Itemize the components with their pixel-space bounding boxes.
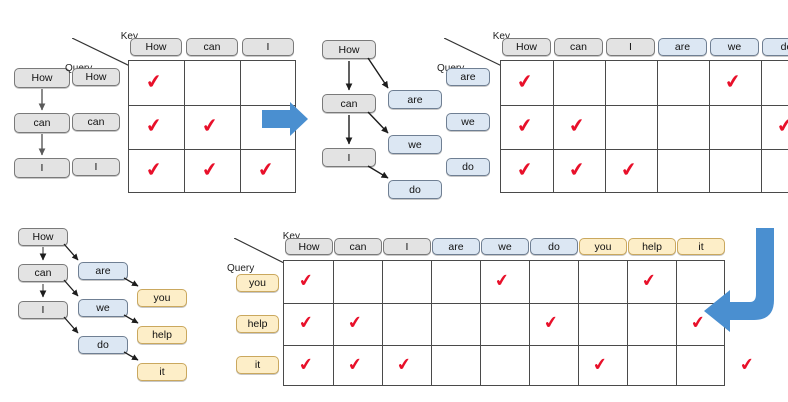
- panel2-col-header-are: are: [658, 38, 707, 56]
- panel3-check-r3c3: ✔: [395, 354, 413, 376]
- panel1-row-header-i: I: [72, 158, 120, 176]
- panel2-col-header-i: I: [606, 38, 655, 56]
- panel3-check-r2c5: ✔: [542, 312, 560, 334]
- panel1-col-header-i: I: [242, 38, 294, 56]
- tree-edge-arrows: [39, 243, 139, 361]
- tree-node-do: do: [388, 180, 442, 199]
- panel3-check-r1c1: ✔: [297, 270, 315, 292]
- panel2-row-header-we: we: [446, 113, 490, 131]
- tree-node-can: can: [14, 113, 70, 133]
- panel2-check-r3c2: ✔: [567, 158, 587, 183]
- panel3-check-r2c1: ✔: [297, 312, 315, 334]
- panel2-check-r3c1: ✔: [515, 158, 535, 183]
- panel1-token-tree: How can I: [10, 60, 90, 178]
- panel2-col-header-we: we: [710, 38, 759, 56]
- panel1-check-r2c1: ✔: [144, 114, 164, 139]
- panel3-col-header-can: can: [334, 238, 382, 255]
- panel1-attention-matrix: Key Query How can I How can I ✔ ✔ ✔ ✔ ✔ …: [65, 20, 296, 193]
- panel3-col-header-do: do: [530, 238, 578, 255]
- tree-edge-arrows: [345, 57, 389, 179]
- panel3-check-r2c2: ✔: [346, 312, 364, 334]
- tree-node-we: we: [388, 135, 442, 154]
- panel2-check-r2c5: ✔: [775, 114, 788, 139]
- panel3-col-header-i: I: [383, 238, 431, 255]
- panel1-check-r3c3: ✔: [256, 158, 276, 183]
- panel1-row-header-how: How: [72, 68, 120, 86]
- tree-node-i: I: [14, 158, 70, 178]
- panel2-attention-matrix: Key Query How can I are we do are we do …: [437, 20, 788, 193]
- panel3-token-tree: How can I are we do you help it: [8, 228, 198, 396]
- tree-node-help: help: [137, 326, 187, 344]
- tree-node-are: are: [78, 262, 128, 280]
- panel3-col-header-how: How: [285, 238, 333, 255]
- panel3-col-header-we: we: [481, 238, 529, 255]
- tree-node-how: How: [322, 40, 376, 59]
- key-label: Key: [282, 231, 300, 242]
- tree-node-i: I: [322, 148, 376, 167]
- panel2-col-header-how: How: [502, 38, 551, 56]
- tree-node-do: do: [78, 336, 128, 354]
- tree-edge-arrows: [38, 89, 46, 156]
- tree-node-can: can: [322, 94, 376, 113]
- panel3-row-header-it: it: [236, 356, 279, 374]
- tree-node-how: How: [14, 68, 70, 88]
- step1-right-arrow: [262, 102, 308, 136]
- panel3-check-r3c9: ✔: [738, 354, 756, 376]
- panel2-row-header-do: do: [446, 158, 490, 176]
- panel1-row-header-can: can: [72, 113, 120, 131]
- panel2-row-header-are: are: [446, 68, 490, 86]
- panel3-col-header-it: it: [677, 238, 725, 255]
- tree-node-you: you: [137, 289, 187, 307]
- panel3-grid: ✔ ✔ ✔ ✔ ✔ ✔ ✔ ✔ ✔ ✔ ✔ ✔: [283, 260, 756, 386]
- panel3-check-r3c2: ✔: [346, 354, 364, 376]
- tree-node-we: we: [78, 299, 128, 317]
- key-label: Key: [120, 31, 138, 42]
- query-label: Query: [227, 263, 255, 274]
- panel1-check-r3c2: ✔: [200, 158, 220, 183]
- panel2-token-tree: How can I are we do: [318, 38, 448, 199]
- tree-node-can: can: [18, 264, 68, 282]
- panel3-check-r3c6: ✔: [591, 354, 609, 376]
- panel1-check-r1c1: ✔: [144, 70, 164, 95]
- panel3-col-header-are: are: [432, 238, 480, 255]
- panel2-col-header-can: can: [554, 38, 603, 56]
- panel3-check-r3c1: ✔: [297, 354, 315, 376]
- step2-curved-down-left-arrow: [704, 228, 774, 332]
- panel3-col-header-you: you: [579, 238, 627, 255]
- panel1-col-header-how: How: [130, 38, 182, 56]
- panel3-attention-matrix: Key Query How can I are we do you help i…: [227, 228, 756, 393]
- panel2-check-r1c4: ✔: [723, 70, 743, 95]
- panel2-grid: ✔ ✔ ✔ ✔ ✔ ✔ ✔ ✔ ✔: [500, 60, 788, 193]
- key-label: Key: [492, 31, 510, 42]
- panel2-col-header-do: do: [762, 38, 788, 56]
- tree-node-i: I: [18, 301, 68, 319]
- tree-node-how: How: [18, 228, 68, 246]
- panel3-key-query-corner: Key Query: [227, 231, 302, 274]
- panel2-check-r2c1: ✔: [515, 114, 535, 139]
- tree-node-are: are: [388, 90, 442, 109]
- panel2-check-r2c2: ✔: [567, 114, 587, 139]
- panel1-check-r3c1: ✔: [144, 158, 164, 183]
- tree-node-it: it: [137, 363, 187, 381]
- panel3-check-r1c7: ✔: [640, 270, 658, 292]
- panel3-check-r1c4: ✔: [493, 270, 511, 292]
- panel3-row-header-help: help: [236, 315, 279, 333]
- panel2-check-r3c3: ✔: [619, 158, 639, 183]
- panel1-col-header-can: can: [186, 38, 238, 56]
- panel3-col-header-help: help: [628, 238, 676, 255]
- panel2-check-r1c1: ✔: [515, 70, 535, 95]
- panel1-check-r2c2: ✔: [200, 114, 220, 139]
- panel3-row-header-you: you: [236, 274, 279, 292]
